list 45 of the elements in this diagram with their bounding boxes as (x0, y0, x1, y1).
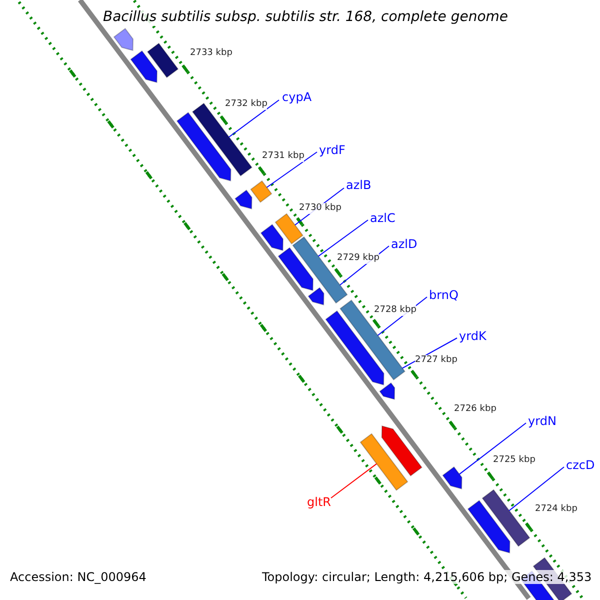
gene-feature (176, 112, 232, 182)
gene-feature (234, 190, 252, 210)
gene-label: czcD (566, 458, 595, 472)
gene-label: azlB (346, 178, 372, 192)
gene-label: gltR (307, 495, 331, 510)
scale-label: 2724 kbp (535, 504, 578, 515)
gene-feature (146, 42, 179, 78)
gene-feature (260, 224, 284, 252)
gene-feature (308, 287, 324, 306)
gene-label: yrdN (528, 414, 556, 428)
scale-label: 2733 kbp (190, 48, 232, 59)
leader-line (266, 152, 318, 188)
gene-feature (381, 425, 422, 476)
leader-line (508, 466, 564, 512)
gene-label: yrdF (319, 143, 346, 158)
gene-feature (482, 489, 530, 547)
gene-feature (360, 433, 408, 491)
gene-label: azlC (370, 211, 396, 226)
scale-label: 2732 kbp (225, 99, 268, 110)
scale-label: 2725 kbp (493, 455, 536, 466)
footer-text: Topology: circular; Length: 4,215,606 bp; Genes: 4,353 (262, 570, 592, 584)
gene-label: yrdK (459, 329, 486, 344)
scale-label: 2727 kbp (415, 355, 458, 366)
gene-feature (379, 382, 396, 400)
title: Bacillus subtilis subsp. subtilis str. 168, complete genome (103, 9, 508, 26)
scale-label: 2729 kbp (337, 253, 380, 264)
gene-feature (278, 247, 314, 292)
leader-line (458, 422, 526, 475)
gene-label: cypA (282, 90, 312, 104)
footer-text: Accession: NC_000964 (10, 570, 146, 584)
scale-label: 2726 kbp (454, 404, 496, 415)
leader-line (318, 220, 368, 257)
gene-feature (130, 50, 158, 84)
scale-label: 2728 kbp (374, 305, 416, 316)
gene-feature (113, 28, 134, 52)
gene-feature (274, 213, 304, 244)
gene-feature (250, 180, 272, 203)
scale-label: 2731 kbp (262, 151, 304, 162)
gene-feature (467, 500, 510, 554)
gene-label: azlD (391, 237, 418, 252)
gene-feature (442, 466, 462, 490)
leader-line (228, 100, 280, 138)
scale-label: 2730 kbp (299, 203, 342, 214)
gene-label: brnQ (429, 288, 458, 302)
leader-line (330, 463, 378, 498)
